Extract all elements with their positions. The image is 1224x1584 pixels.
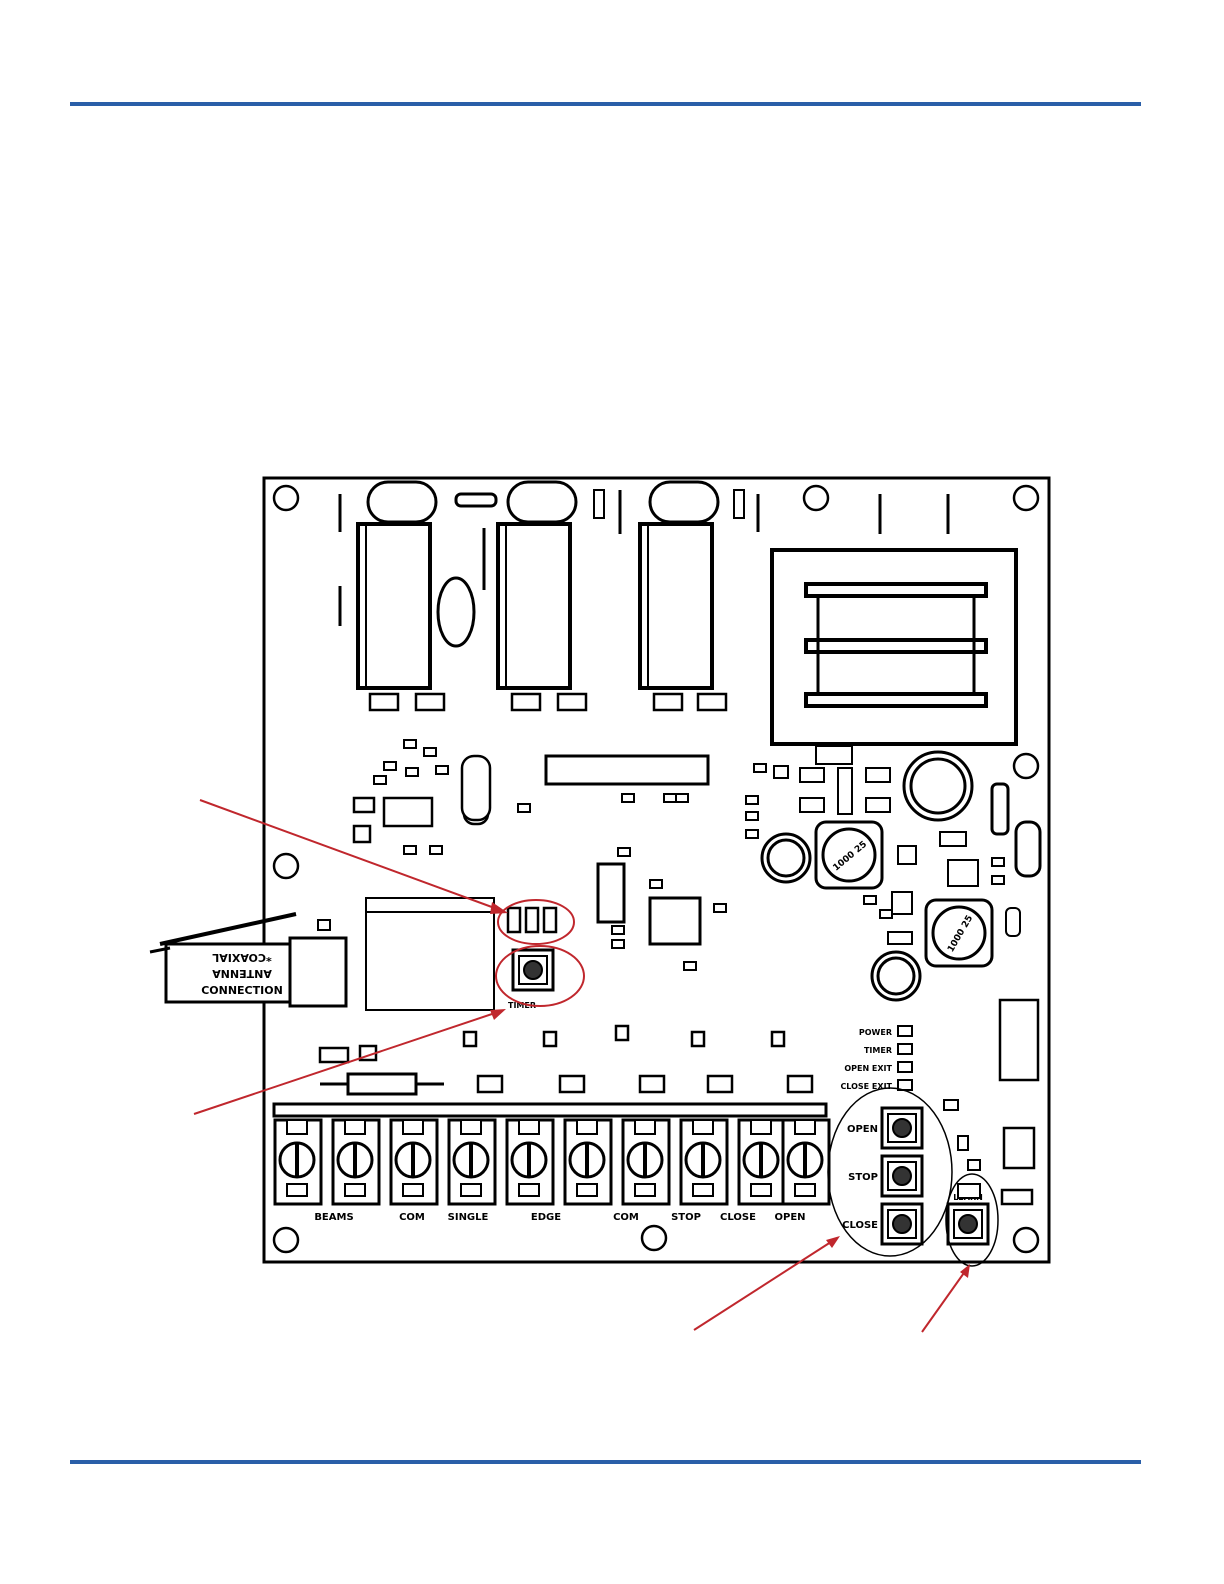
relays — [358, 524, 712, 688]
button-label-stop: STOP — [848, 1172, 878, 1183]
button-label-close: CLOSE — [842, 1220, 878, 1231]
terminal-block-rail — [274, 1104, 826, 1116]
timer-button — [513, 950, 553, 990]
led-label-power: POWER — [859, 1028, 892, 1037]
terminal-label-com-1: COM — [399, 1212, 425, 1223]
terminal-label-beams: BEAMS — [314, 1212, 353, 1223]
terminal-label-single: SINGLE — [448, 1212, 489, 1223]
led-label-close-exit: CLOSE EXIT — [840, 1082, 892, 1091]
terminal-label-open: OPEN — [774, 1212, 805, 1223]
pin-header — [546, 756, 708, 784]
timer-table — [366, 898, 494, 1010]
led-label-open-exit: OPEN EXIT — [844, 1064, 892, 1073]
terminal-label-close: CLOSE — [720, 1212, 756, 1223]
top-capacitors — [368, 482, 718, 522]
terminal-label-com-2: COM — [613, 1212, 639, 1223]
button-label-open: OPEN — [847, 1124, 878, 1135]
terminal-screws — [275, 1120, 829, 1204]
antenna-label-line2: ANTENNA — [212, 967, 272, 980]
antenna-label-line3: CONNECTION — [201, 984, 283, 997]
transformer — [772, 550, 1016, 744]
terminal-label-stop: STOP — [671, 1212, 701, 1223]
dip-switches — [508, 908, 556, 932]
antenna-label-line1: *COAXIAL — [212, 951, 272, 964]
led-label-timer: TIMER — [864, 1046, 892, 1055]
terminal-label-edge: EDGE — [531, 1212, 561, 1223]
